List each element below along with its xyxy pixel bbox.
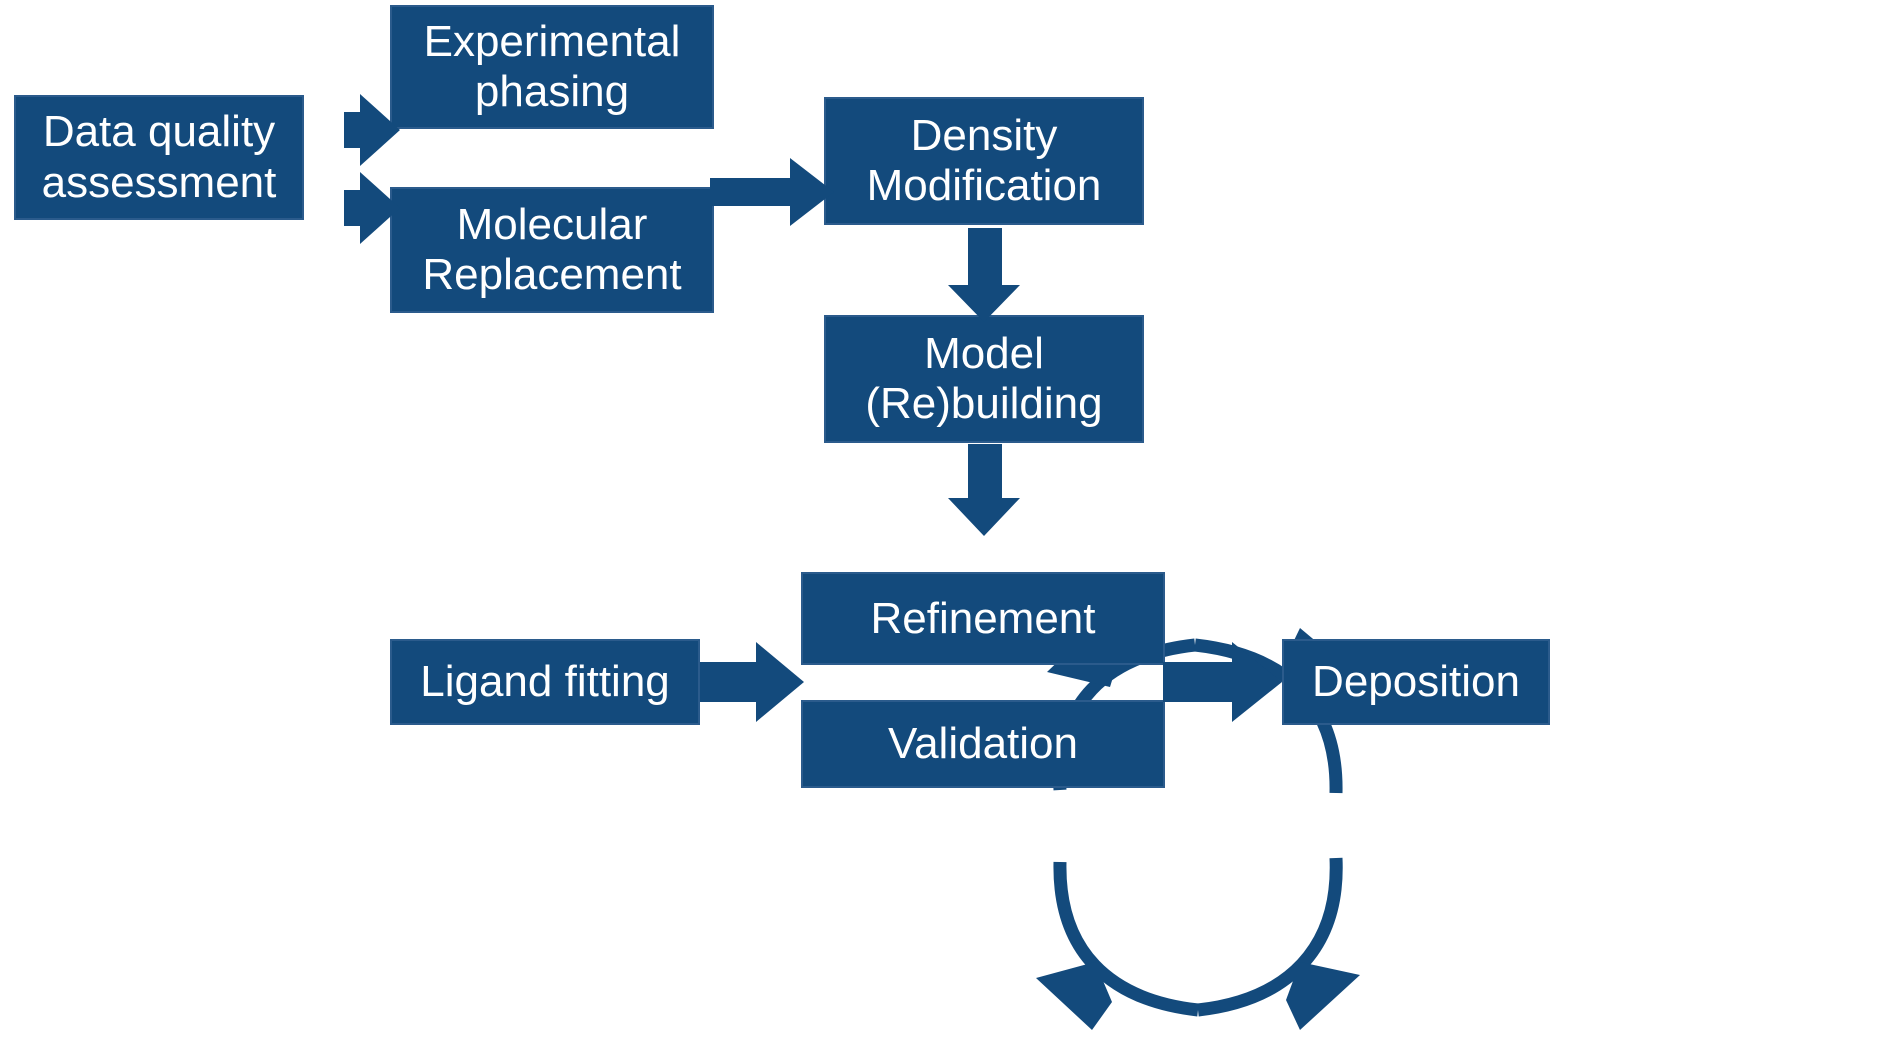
node-validation[interactable]: Validation <box>801 700 1165 788</box>
node-label: Refinement <box>870 593 1096 643</box>
node-label: Model (Re)building <box>865 328 1103 428</box>
arrow-phasing-to-density-modification <box>710 158 834 226</box>
node-data-quality-assessment[interactable]: Data quality assessment <box>14 95 304 220</box>
node-label: Experimental phasing <box>423 16 681 116</box>
node-refinement[interactable]: Refinement <box>801 572 1165 665</box>
node-ligand-fitting[interactable]: Ligand fitting <box>390 639 700 725</box>
node-deposition[interactable]: Deposition <box>1282 639 1550 725</box>
cycle-arc-bottom-left <box>1036 861 1199 1030</box>
node-experimental-phasing[interactable]: Experimental phasing <box>390 5 714 129</box>
arrow-validation-to-deposition <box>1163 642 1282 722</box>
node-label: Density Modification <box>866 110 1102 210</box>
arrow-density-modification-to-model-rebuilding <box>948 228 1020 322</box>
arrow-dqa-to-experimental-phasing <box>344 94 400 166</box>
arrow-model-rebuilding-to-refinement <box>948 444 1020 536</box>
arrow-dqa-to-molecular-replacement <box>344 172 400 244</box>
node-model-rebuilding[interactable]: Model (Re)building <box>824 315 1144 443</box>
node-label: Deposition <box>1312 657 1520 707</box>
arrow-ligand-fitting-to-refinement <box>700 642 804 722</box>
node-label: Molecular Replacement <box>422 199 682 299</box>
cycle-arc-bottom-right <box>1197 857 1360 1030</box>
node-label: Data quality assessment <box>41 107 277 207</box>
node-label: Ligand fitting <box>420 657 670 707</box>
node-density-modification[interactable]: Density Modification <box>824 97 1144 225</box>
node-label: Validation <box>888 719 1078 769</box>
node-molecular-replacement[interactable]: Molecular Replacement <box>390 187 714 313</box>
